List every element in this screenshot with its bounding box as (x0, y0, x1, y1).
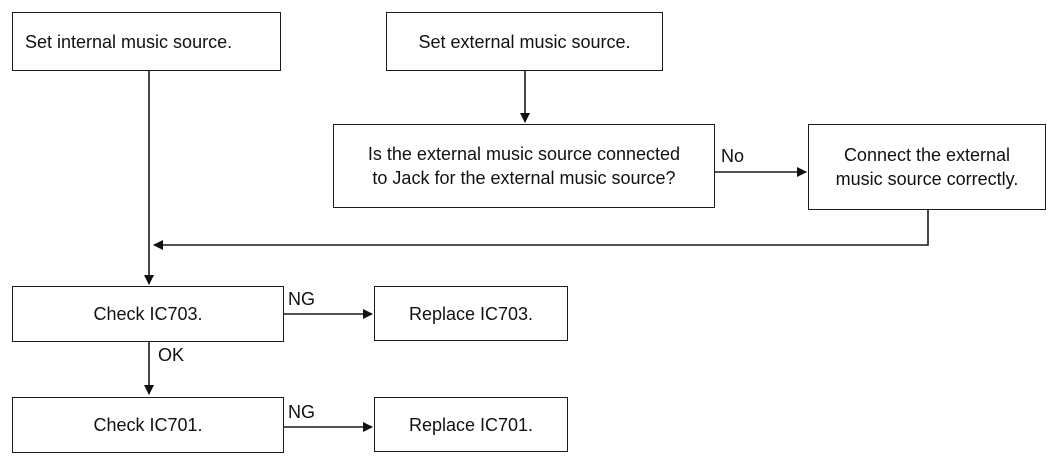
node-connect-line-2: music source correctly. (835, 169, 1019, 189)
edge-label-ok: OK (158, 345, 185, 365)
node-check-ic703-text: Check IC703. (93, 304, 203, 324)
node-question-line-2: to Jack for the external music source? (372, 168, 676, 188)
node-check-ic703: Check IC703. (12, 286, 284, 342)
edge-label-ng-ic701: NG (288, 402, 315, 422)
node-replace-ic701: Replace IC701. (374, 397, 568, 452)
node-set-internal-source-text: Set internal music source. (25, 31, 233, 52)
node-set-external-source: Set external music source. (386, 12, 663, 71)
node-question-line-1: Is the external music source connected (367, 144, 681, 164)
edge-label-ng-ic703: NG (288, 289, 315, 309)
node-set-internal-source: Set internal music source. (12, 12, 281, 71)
node-set-external-source-text: Set external music source. (418, 31, 631, 52)
node-check-ic701-text: Check IC701. (93, 415, 203, 435)
node-question-connected: Is the external music source connected t… (333, 124, 715, 208)
node-connect-line-1: Connect the external (843, 145, 1011, 165)
connector-connect-return (153, 210, 929, 250)
node-check-ic701: Check IC701. (12, 397, 284, 453)
node-connect-correctly: Connect the external music source correc… (808, 124, 1046, 210)
node-replace-ic701-text: Replace IC701. (408, 414, 534, 435)
edge-label-no: No (721, 146, 745, 166)
node-replace-ic703-text: Replace IC703. (408, 303, 534, 324)
node-replace-ic703: Replace IC703. (374, 286, 568, 341)
